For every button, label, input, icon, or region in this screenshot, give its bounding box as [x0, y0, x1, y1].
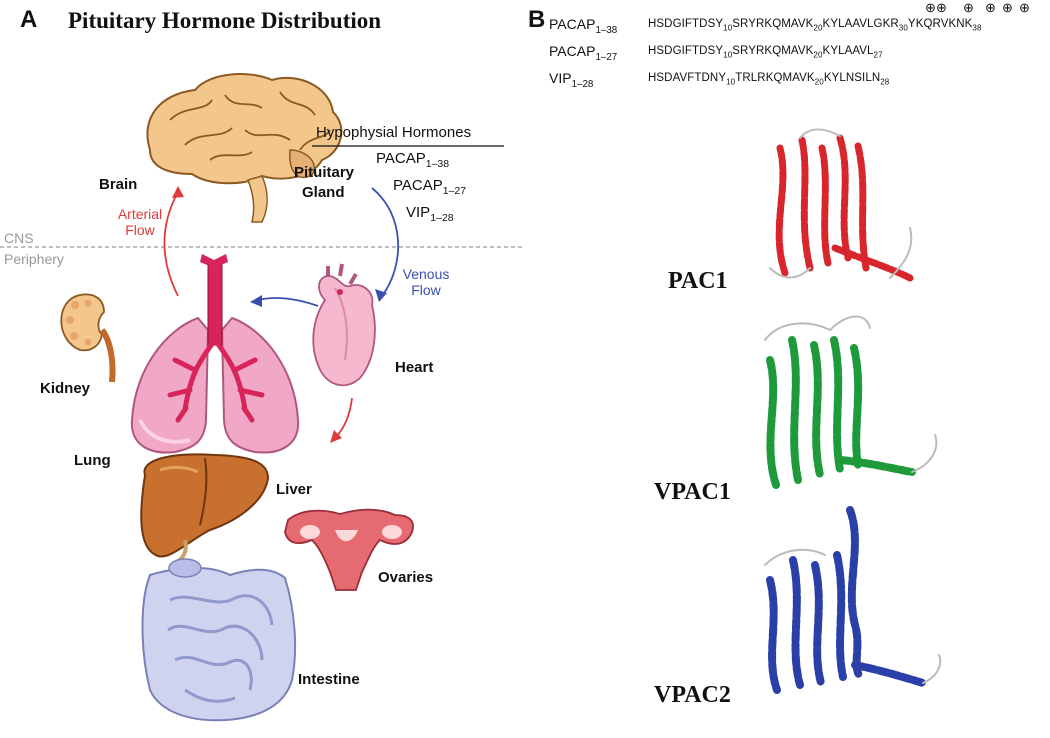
arterial-flow-arrow [163, 191, 179, 297]
lung-image [130, 254, 300, 454]
venous-flow-arrow [371, 187, 399, 297]
anatomy-illustration [0, 73, 525, 722]
panel-b-letter: B [528, 6, 546, 33]
ovaries-label: Ovaries [378, 569, 434, 586]
pac1-structure [769, 128, 914, 282]
brain-label: Brain [99, 176, 138, 193]
vpac1-label: VPAC1 [654, 479, 731, 505]
vpac2-structure [764, 506, 942, 694]
vpac1-structure [764, 315, 938, 489]
lung-label: Lung [74, 452, 111, 469]
seq-name-pacap27: PACAP1–27 [549, 43, 618, 63]
seq-vip28: HSDAVFTDNY10TRLRKQMAVK20KYLNSILN28 [648, 72, 890, 87]
charge-mark-2: ⊕ [963, 0, 974, 15]
heart-to-lung-arrow [257, 297, 319, 307]
hormone-header: Hypophysial Hormones [316, 124, 472, 141]
charge-mark-3: ⊕ [985, 0, 996, 15]
charge-mark-4: ⊕ [1002, 0, 1013, 15]
pituitary-label-line2: Gland [302, 184, 345, 201]
ovaries-image [284, 508, 414, 591]
seq-pacap27: HSDGIFTDSY10SRYRKQMAVK20KYLAAVL27 [648, 45, 883, 60]
intestine-label: Intestine [298, 671, 360, 688]
charge-mark-1: ⊕⊕ [925, 0, 947, 15]
liver-label: Liver [276, 481, 312, 498]
pituitary-label-line1: Pituitary [294, 164, 355, 181]
pac1-label: PAC1 [668, 268, 728, 294]
seq-name-vip28: VIP1–28 [549, 70, 594, 90]
panel-a-title: Pituitary Hormone Distribution [68, 8, 382, 33]
heart-image [312, 263, 376, 387]
heart-to-body-arrow [334, 397, 353, 439]
intestine-image [141, 558, 297, 722]
periphery-label: Periphery [4, 251, 64, 267]
vpac2-label: VPAC2 [654, 682, 731, 708]
vpac1-helices [764, 315, 938, 489]
hormone-pacap38: PACAP1–38 [376, 150, 450, 170]
seq-pacap38: HSDGIFTDSY10SRYRKQMAVK20KYLAAVLGKR30YKQR… [648, 18, 982, 33]
heart-label: Heart [395, 359, 434, 376]
hormone-vip28: VIP1–28 [406, 204, 454, 224]
panel-a-letter: A [20, 6, 38, 33]
kidney-label: Kidney [40, 380, 91, 397]
vpac2-helices [764, 506, 942, 694]
brain-image [146, 73, 343, 223]
hormone-pacap27: PACAP1–27 [393, 177, 467, 197]
seq-name-pacap38: PACAP1–38 [549, 16, 618, 36]
kidney-image [60, 293, 116, 383]
liver-image [140, 453, 270, 564]
pac1-helices [769, 128, 914, 282]
charge-mark-5: ⊕ [1019, 0, 1030, 15]
cns-label: CNS [4, 230, 34, 246]
